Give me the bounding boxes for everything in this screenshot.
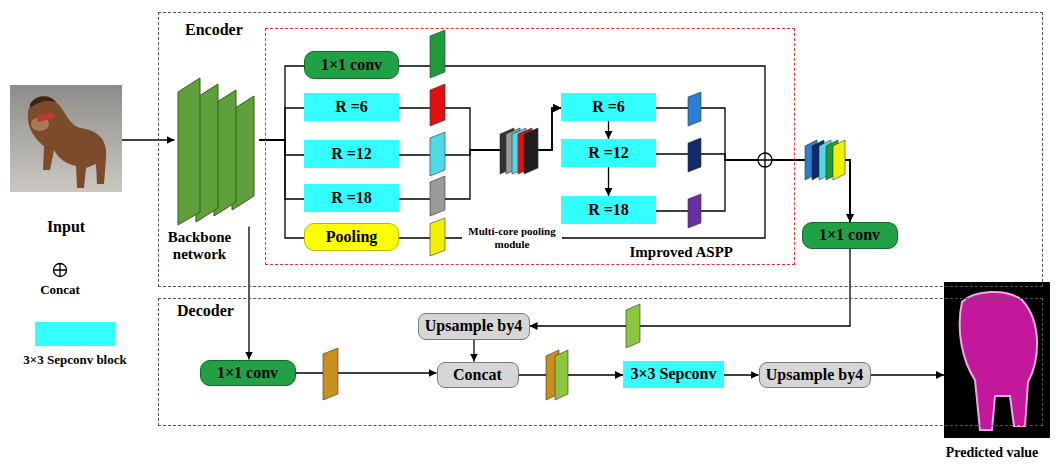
connector-arrow: [530, 249, 851, 327]
conv-box: 1×1 conv: [802, 222, 898, 249]
box-label: Pooling: [326, 228, 378, 246]
connector-arrow: [296, 372, 437, 373]
connector-arrow: [248, 227, 249, 360]
sepconv-box: 3×3 Sepconv: [623, 361, 724, 388]
connector-arrow: [724, 374, 759, 375]
feature-map: [688, 92, 701, 126]
region-title: Improved ASPP: [630, 243, 733, 261]
feature-map: [688, 138, 701, 172]
legend-text: 3×3 Sepconv block: [10, 352, 140, 367]
feature-map: [430, 30, 445, 78]
box-label: 1×1 conv: [321, 56, 382, 74]
connector-arrow: [519, 374, 624, 375]
backbone-network: Backbone network: [175, 72, 260, 227]
pony-body: [28, 98, 107, 188]
feature-map: [323, 348, 338, 400]
pony-halter: [36, 112, 54, 122]
upsample-box: Upsample by4: [759, 362, 871, 388]
feature-map: [833, 140, 845, 180]
feature-map: [430, 84, 445, 126]
concat-symbol: [52, 262, 68, 278]
box-label: R =12: [588, 144, 629, 162]
encoder-region: EncoderBackbone networkImproved ASPP1×1 …: [158, 12, 1043, 287]
box-label: 1×1 conv: [819, 226, 880, 244]
connector-arrow: [122, 139, 175, 140]
legend-text: Concat: [10, 282, 110, 297]
prediction-mask: [944, 282, 1050, 438]
feature-map: [688, 194, 701, 228]
connector-arrow: [260, 108, 305, 140]
connector-arrow: [260, 140, 305, 199]
sepconv-box: R =18: [304, 184, 399, 212]
connector-arrow: [608, 167, 609, 196]
prediction-silhouette: [960, 292, 1037, 430]
connector-arrow: [260, 140, 305, 155]
feature-map: [626, 304, 640, 348]
backbone-layer: [178, 78, 200, 225]
connector-arrow: [399, 108, 561, 199]
connector-arrow: [260, 66, 305, 140]
conv-box: 1×1 conv: [304, 51, 399, 79]
connector-arrow: [608, 121, 609, 139]
pony-mane: [30, 96, 56, 108]
module-label: Multi-core pooling module: [462, 224, 562, 252]
region-title: Encoder: [185, 21, 243, 39]
pooling-box: Pooling: [304, 223, 399, 251]
concat-cross: [54, 264, 67, 277]
sepconv-box: R =6: [304, 93, 399, 121]
box-label: Concat: [453, 366, 502, 384]
concat-circle: [54, 264, 67, 277]
box-label: Upsample by4: [425, 317, 522, 335]
box-label: R =18: [588, 201, 629, 219]
connector-arrow: [260, 140, 305, 238]
legend-swatch: [35, 322, 115, 346]
input-image: Input: [10, 85, 122, 192]
concat-box: Concat: [437, 362, 519, 388]
concat-circle: [758, 153, 772, 167]
connector-arrow: [871, 374, 945, 375]
feature-map: [430, 218, 445, 256]
box-label: 3×3 Sepconv: [630, 365, 716, 383]
upsample-box: Upsample by4: [418, 313, 530, 340]
feature-map: [555, 350, 568, 400]
conv-box: 1×1 conv: [200, 360, 296, 386]
box-label: R =12: [331, 145, 372, 163]
box-label: 1×1 conv: [217, 364, 278, 382]
input-photo: [10, 85, 122, 192]
box-label: Upsample by4: [766, 366, 863, 384]
sepconv-box: R =12: [304, 140, 399, 168]
image-caption: Input: [10, 218, 122, 235]
concat-cross: [758, 153, 772, 167]
region-title: Decoder: [177, 302, 234, 320]
feature-map: [524, 128, 538, 174]
image-caption: Predicted value: [936, 444, 1048, 461]
feature-map: [430, 132, 445, 176]
sepconv-box: R =18: [561, 196, 656, 224]
prediction-image: Predicted value: [944, 282, 1050, 438]
sepconv-box: R =6: [561, 93, 656, 121]
feature-map: [430, 176, 445, 216]
connector-arrow: [656, 108, 850, 222]
box-label: R =18: [331, 189, 372, 207]
connector-arrow: [473, 340, 474, 362]
box-label: R =6: [592, 98, 625, 116]
box-label: R =6: [335, 98, 368, 116]
image-caption: Backbone network: [160, 229, 240, 263]
sepconv-box: R =12: [561, 139, 656, 167]
decoder-region: Decoder1×1 convUpsample by4Concat3×3 Sep…: [158, 298, 1043, 426]
